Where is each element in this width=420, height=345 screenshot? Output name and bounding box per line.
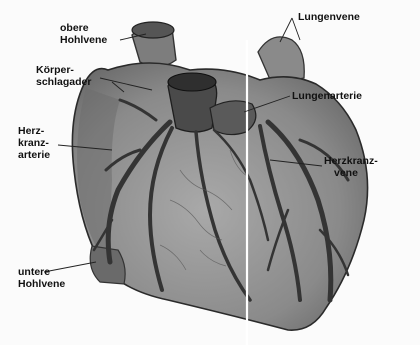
aorta-opening	[168, 73, 216, 91]
label-koerperschlagader-line1: Körper-	[36, 64, 91, 76]
label-herzkranzvene-line1: Herzkranz-	[324, 155, 378, 167]
label-obere-hohlvene-line2: Hohlvene	[60, 34, 107, 46]
label-herzkranzarterie-line3: arterie	[18, 149, 50, 161]
pulmonary-artery	[210, 101, 256, 135]
label-herzkranzarterie-line1: Herz-	[18, 125, 50, 137]
label-untere-hohlvene: untere Hohlvene	[18, 266, 65, 290]
label-obere-hohlvene-line1: obere	[60, 22, 107, 34]
label-koerperschlagader: Körper- schlagader	[36, 64, 91, 88]
label-herzkranzvene: Herzkranz- vene	[324, 155, 378, 179]
label-untere-hohlvene-line1: untere	[18, 266, 65, 278]
label-untere-hohlvene-line2: Hohlvene	[18, 278, 65, 290]
label-herzkranzvene-line2: vene	[324, 167, 378, 179]
label-herzkranzarterie-line2: kranz-	[18, 137, 50, 149]
label-obere-hohlvene: obere Hohlvene	[60, 22, 107, 46]
label-lungenarterie: Lungenarterie	[292, 90, 362, 102]
label-lungenvene: Lungenvene	[298, 11, 360, 23]
label-herzkranzarterie: Herz- kranz- arterie	[18, 125, 50, 161]
label-koerperschlagader-line2: schlagader	[36, 76, 91, 88]
